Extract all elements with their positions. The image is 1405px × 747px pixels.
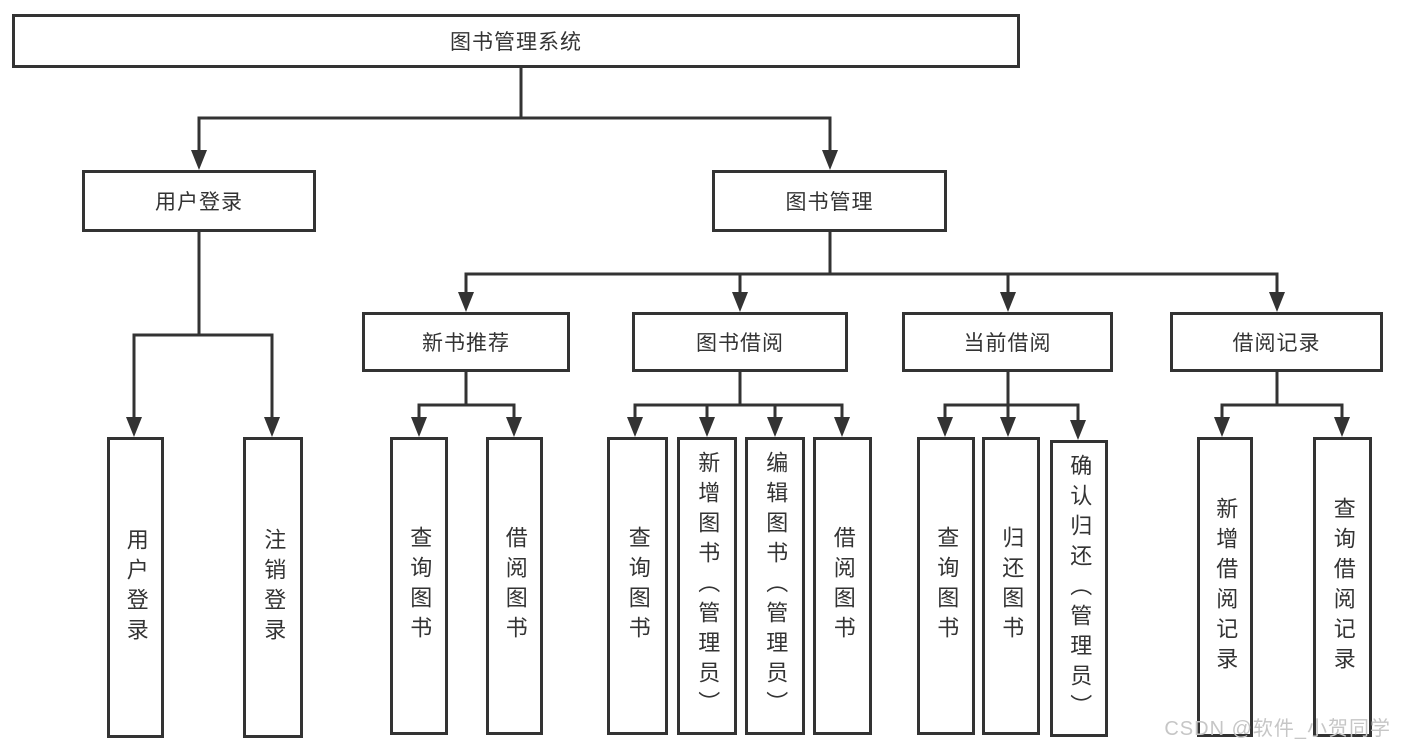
leaf-br-query-record-label: 查询借阅记录 [1330, 497, 1356, 677]
current-borrow-connector [937, 371, 1086, 440]
leaf-nb-borrow-books-label: 借阅图书 [502, 526, 528, 646]
leaf-bb-borrow-books: 借阅图书 [813, 437, 872, 735]
leaf-br-query-record: 查询借阅记录 [1313, 437, 1372, 737]
leaf-bb-query-books: 查询图书 [607, 437, 668, 735]
root-connector [191, 67, 838, 170]
leaf-logout-login-label: 注销登录 [261, 527, 287, 648]
node-borrow-records-label: 借阅记录 [1232, 332, 1321, 355]
node-current-borrow: 当前借阅 [902, 312, 1113, 372]
leaf-nb-borrow-books: 借阅图书 [486, 437, 543, 735]
borrow-records-connector [1214, 371, 1350, 437]
node-book-mgmt: 图书管理 [712, 170, 947, 232]
leaf-cb-return-books: 归还图书 [982, 437, 1040, 735]
node-borrow-records: 借阅记录 [1170, 312, 1383, 372]
node-new-book-rec: 新书推荐 [362, 312, 570, 372]
leaf-cb-confirm-return-admin: 确认归还（管理员） [1050, 440, 1108, 737]
node-new-book-rec-label: 新书推荐 [422, 332, 510, 355]
leaf-bb-borrow-books-label: 借阅图书 [830, 526, 856, 646]
node-user-login-label: 用户登录 [155, 191, 243, 214]
node-book-borrow: 图书借阅 [632, 312, 848, 372]
leaf-nb-query-books: 查询图书 [390, 437, 448, 735]
leaf-user-login: 用户登录 [107, 437, 164, 738]
leaf-bb-add-books-admin-label: 新增图书（管理员） [695, 451, 721, 721]
node-user-login: 用户登录 [82, 170, 316, 232]
leaf-cb-query-books-label: 查询图书 [934, 526, 960, 646]
new-book-rec-connector [411, 371, 522, 437]
leaf-user-login-label: 用户登录 [123, 527, 149, 648]
user-login-connector [126, 231, 280, 437]
node-current-borrow-label: 当前借阅 [963, 332, 1052, 355]
node-book-mgmt-label: 图书管理 [785, 191, 874, 214]
leaf-cb-query-books: 查询图书 [917, 437, 975, 735]
leaf-nb-query-books-label: 查询图书 [407, 526, 433, 646]
leaf-br-add-record-label: 新增借阅记录 [1213, 497, 1239, 677]
book-borrow-connector [627, 371, 850, 437]
node-root: 图书管理系统 [12, 14, 1020, 68]
book-mgmt-connector [458, 231, 1285, 312]
leaf-cb-return-books-label: 归还图书 [999, 526, 1025, 646]
leaf-bb-edit-books-admin-label: 编辑图书（管理员） [763, 451, 789, 721]
node-root-label: 图书管理系统 [450, 31, 582, 54]
node-book-borrow-label: 图书借阅 [696, 332, 784, 355]
leaf-bb-edit-books-admin: 编辑图书（管理员） [745, 437, 805, 735]
leaf-logout-login: 注销登录 [243, 437, 303, 738]
leaf-cb-confirm-return-admin-label: 确认归还（管理员） [1067, 453, 1093, 724]
leaf-bb-add-books-admin: 新增图书（管理员） [677, 437, 737, 735]
leaf-bb-query-books-label: 查询图书 [625, 526, 651, 646]
leaf-br-add-record: 新增借阅记录 [1197, 437, 1253, 737]
watermark: CSDN @软件_小贺同学 [1164, 718, 1391, 740]
